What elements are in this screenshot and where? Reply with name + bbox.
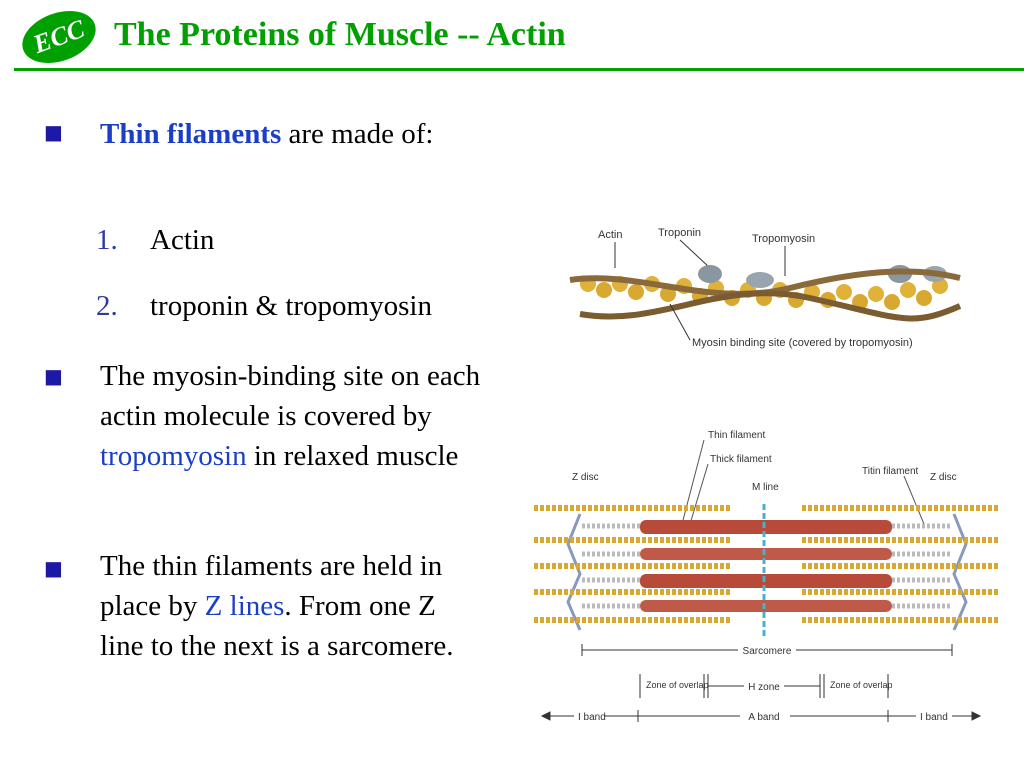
thin-filament-rows	[534, 505, 998, 623]
bullet-1-rest: are made of:	[281, 118, 434, 150]
bullet-marker: ■	[44, 120, 63, 144]
sub-item-1-text: Actin	[150, 224, 215, 256]
z-discs	[566, 513, 968, 631]
sub-item-2-number: 2.	[96, 290, 118, 322]
bullet-2-part-3: in relaxed muscle	[246, 440, 459, 472]
label-thin-filament: Thin filament	[708, 430, 765, 441]
label-i-band-right: I band	[920, 712, 948, 723]
bullet-1-highlight: Thin filaments	[100, 118, 282, 150]
title-rule	[14, 68, 1024, 71]
bullet-1-text: Thin filaments are made of:	[100, 114, 490, 154]
bullet-marker: ■	[44, 364, 63, 388]
label-sarcomere: Sarcomere	[743, 646, 792, 657]
label-tropomyosin: Tropomyosin	[752, 233, 815, 245]
label-m-line: M line	[752, 482, 779, 493]
thick-filaments	[640, 520, 892, 612]
sub-item-2-text: troponin & tropomyosin	[150, 290, 432, 322]
bullet-marker: ■	[44, 556, 63, 580]
label-binding-site: Myosin binding site (covered by tropomyo…	[692, 337, 913, 349]
label-zone-overlap-right: Zone of overlap	[830, 680, 893, 690]
label-h-zone: H zone	[748, 682, 780, 693]
label-i-band-left: I band	[578, 712, 606, 723]
label-a-band: A band	[748, 712, 779, 723]
bullet-2-text: The myosin-binding site on each actin mo…	[100, 356, 500, 476]
bullet-2-part-1: The myosin-binding site on each actin mo…	[100, 360, 481, 432]
ecc-logo: ECC	[22, 10, 96, 64]
sarcomere-figure: Thin filament Thick filament Z disc M li…	[534, 430, 998, 723]
label-titin-filament: Titin filament	[862, 466, 919, 477]
label-thick-filament: Thick filament	[710, 454, 772, 465]
label-zone-overlap-left: Zone of overlap	[646, 680, 709, 690]
bullet-3-highlight: Z lines	[204, 590, 285, 622]
sub-item-1-number: 1.	[96, 224, 118, 256]
label-z-disc-right: Z disc	[930, 472, 957, 483]
label-troponin: Troponin	[658, 227, 701, 239]
thin-filament-figure: Actin Troponin Tropomyosin Myosin bindin…	[569, 227, 962, 349]
titin-springs	[582, 523, 952, 609]
bullet-3-text: The thin filaments are held in place by …	[100, 546, 460, 666]
label-actin: Actin	[598, 229, 622, 241]
label-z-disc-left: Z disc	[572, 472, 599, 483]
page-title: The Proteins of Muscle -- Actin	[114, 16, 566, 53]
bullet-3-part-1: The thin filaments are held in place by	[100, 550, 443, 622]
bullet-3-part-3: . From one Z line to the next is a sarco…	[100, 590, 454, 662]
bullet-2-highlight: tropomyosin	[100, 440, 247, 472]
